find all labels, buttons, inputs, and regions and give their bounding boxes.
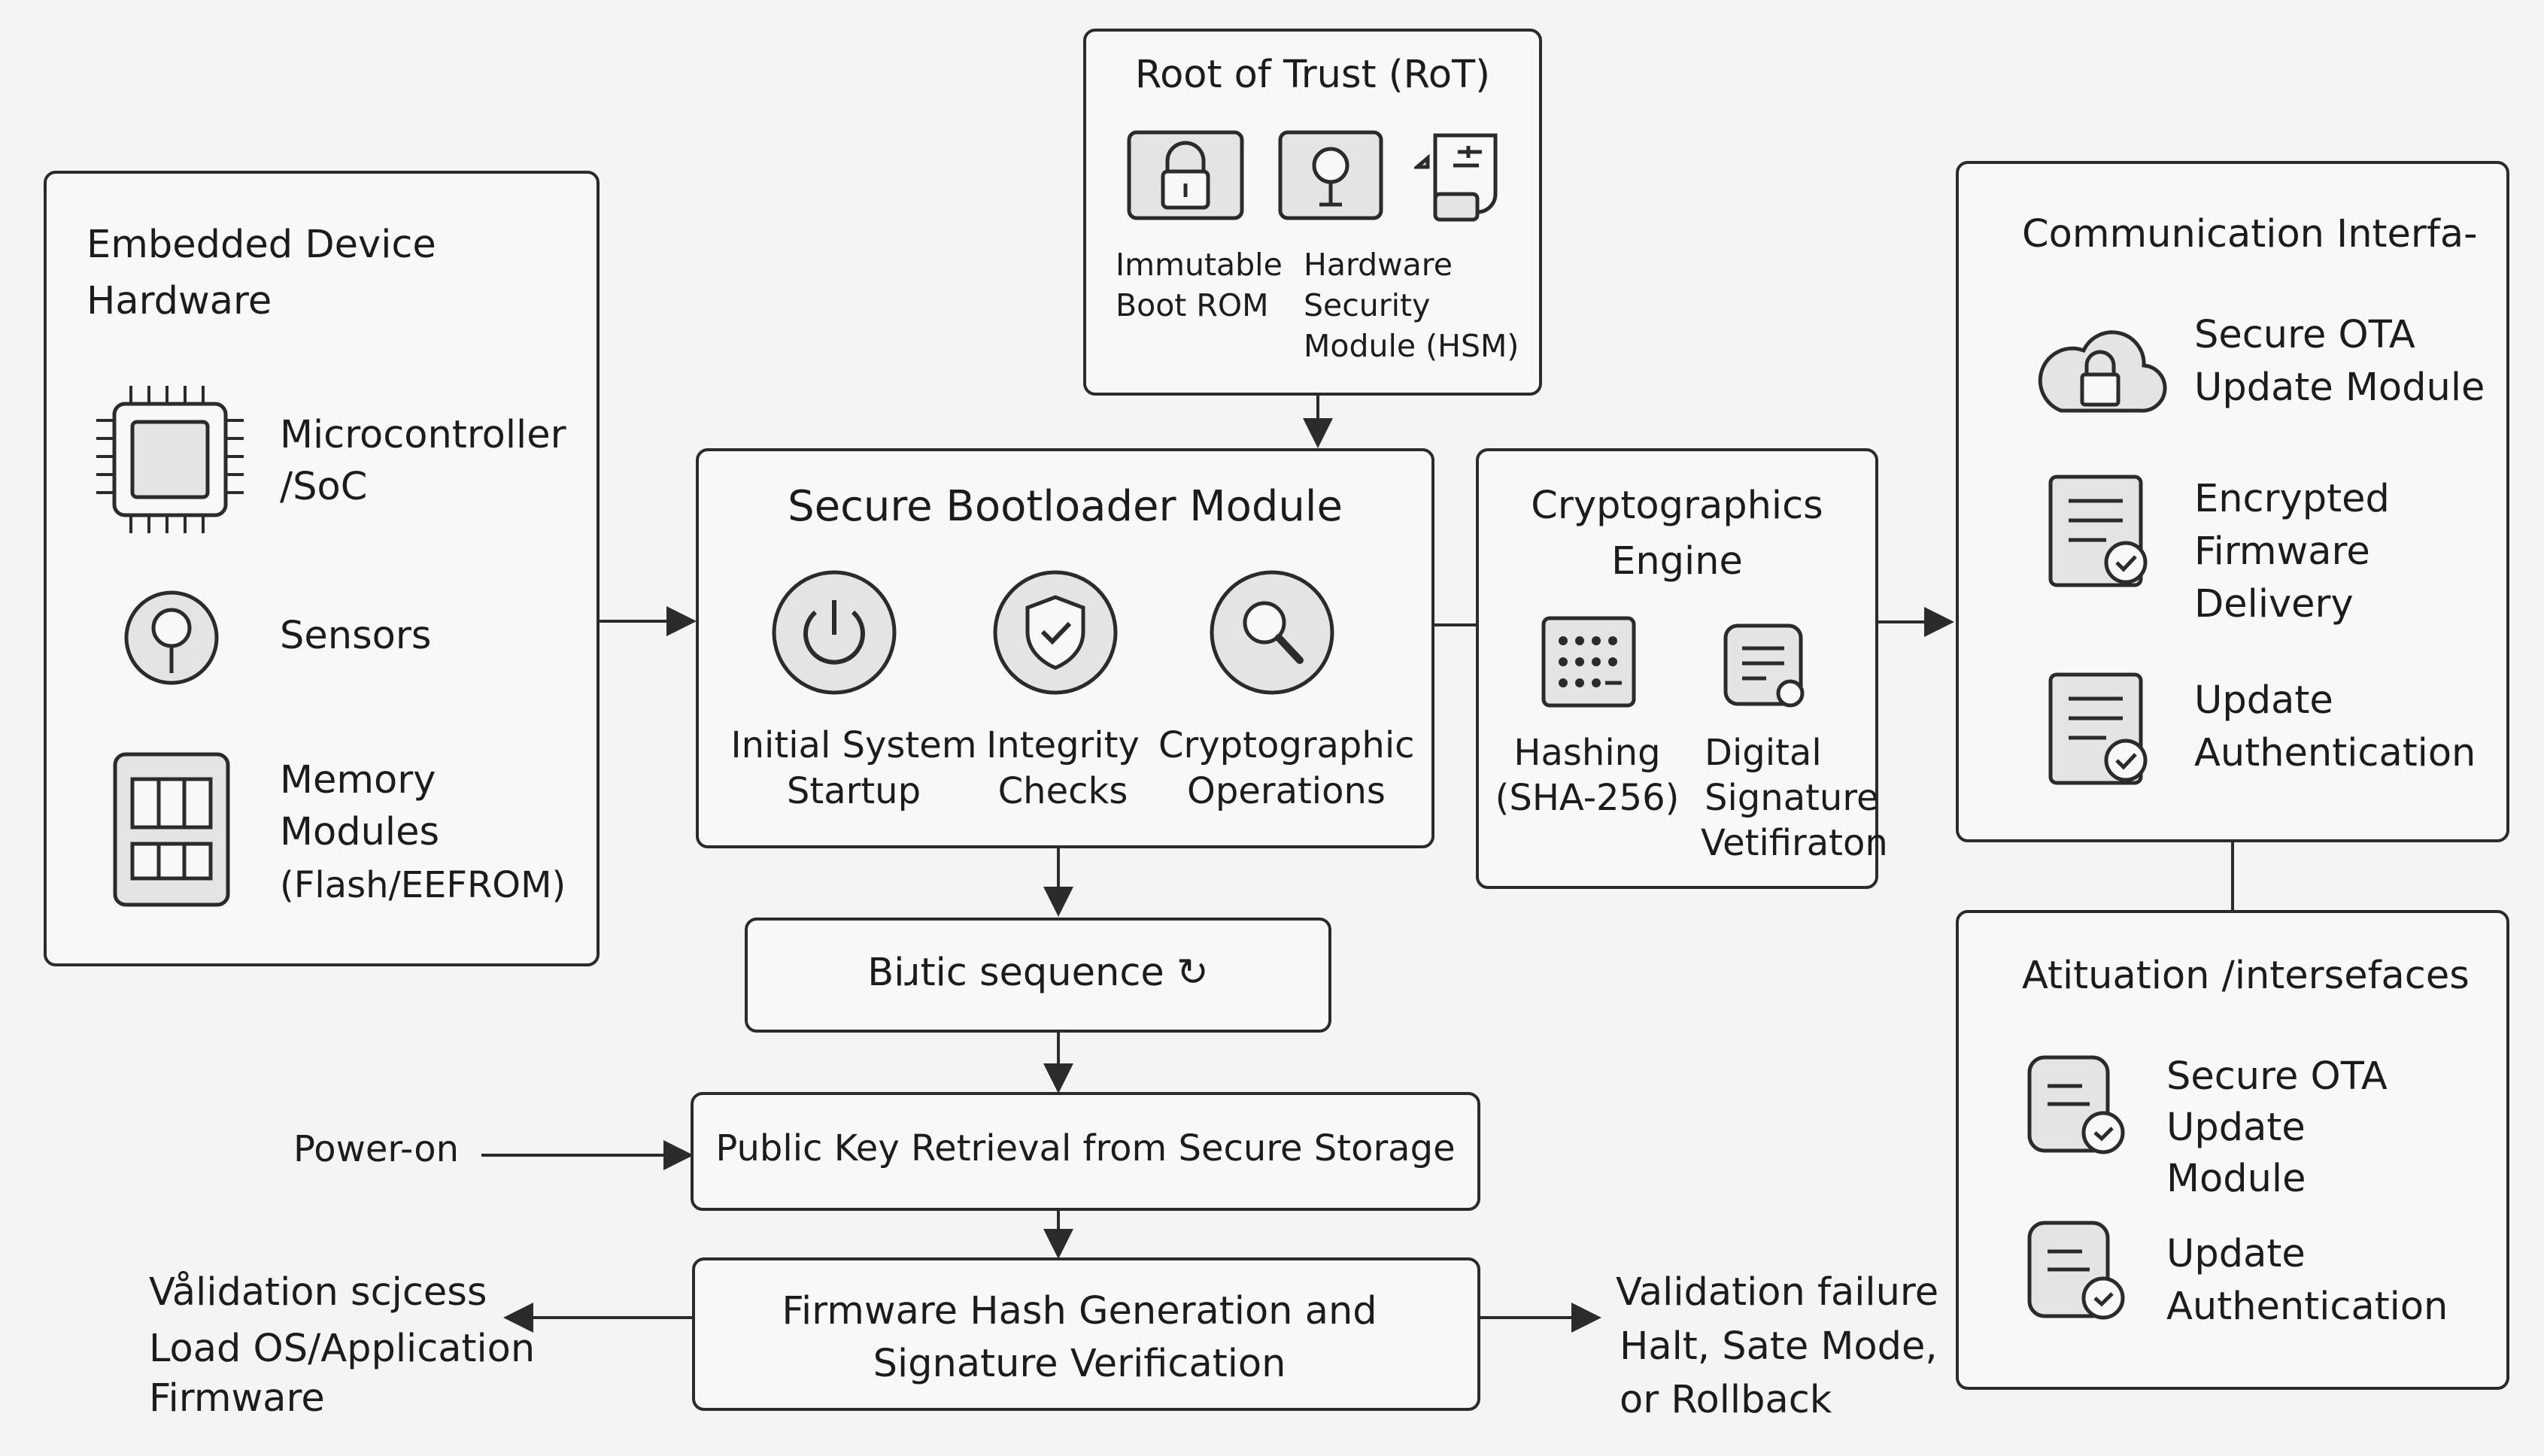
success-label-line2: Load OS/Application <box>149 1327 536 1371</box>
sequence-box <box>745 918 1331 1033</box>
startup-label-line1: Initial System <box>730 724 977 766</box>
success-label-line1: Vålidation scjcess <box>149 1270 487 1315</box>
sig-label-line3: Vetifiraton <box>1701 822 1888 864</box>
cloud-lock-icon <box>2031 314 2168 420</box>
sensor-icon <box>123 589 220 687</box>
hardware-title-line2: Hardware <box>87 279 272 323</box>
act-ota-label-line2: Update <box>2166 1106 2306 1150</box>
memory-label-line3: (Flash/EEFROM) <box>280 864 566 906</box>
hsm-card-icon <box>1414 129 1501 223</box>
rom-label-line1: Immutable <box>1116 247 1283 283</box>
comm-panel <box>1956 161 2509 842</box>
hsm-label-line3: Module (HSM) <box>1304 328 1519 364</box>
hsm-label-line2: Security <box>1304 287 1431 323</box>
signature-doc-icon <box>1721 623 1810 711</box>
rot-title: Root of Trust (RoT) <box>1134 53 1491 97</box>
comm-title: Communication Interfa- <box>2022 212 2478 256</box>
memory-label-line1: Memory <box>280 758 436 802</box>
hsm-label-line1: Hardware <box>1304 247 1453 283</box>
lock-icon <box>1126 129 1245 221</box>
hash-label-line1: Hashing <box>1513 732 1661 774</box>
doc-check-icon <box>2025 1054 2127 1160</box>
power-icon <box>770 569 898 696</box>
ota-label-line2: Update Module <box>2194 366 2485 410</box>
crypto-label-line2: Operations <box>1187 770 1386 812</box>
integrity-label-line2: Checks <box>997 770 1128 812</box>
fw-label-line2: Firmware <box>2194 529 2370 574</box>
crypto-engine-title-line2: Engine <box>1611 539 1743 584</box>
failure-label-line1: Validation failure <box>1616 1270 1939 1315</box>
hash-grid-icon <box>1541 615 1637 708</box>
rom-label-line2: Boot ROM <box>1116 287 1269 323</box>
memory-icon <box>111 751 232 908</box>
hardware-title-line1: Embedded Device <box>87 223 436 267</box>
hash-verify-label-line1: Firmware Hash Generation and <box>782 1289 1377 1333</box>
mcu-label-line2: /SoC <box>280 465 368 509</box>
startup-label-line2: Startup <box>786 770 921 812</box>
auth-label-line1: Update <box>2194 678 2333 723</box>
failure-label-line2: Halt, Sate Mode, <box>1620 1324 1938 1369</box>
hash-label-line2: (SHA-256) <box>1495 777 1680 819</box>
memory-label-line2: Modules <box>280 810 440 854</box>
doc-check-icon <box>2025 1220 2127 1325</box>
hash-verify-label-line2: Signature Verification <box>873 1342 1286 1386</box>
bootloader-title: Secure Bootloader Module <box>788 482 1343 531</box>
hash-verify-box <box>692 1257 1480 1411</box>
mcu-label-line1: Microcontroller <box>280 413 566 457</box>
fw-label-line1: Encrypted <box>2194 477 2390 521</box>
ota-label-line1: Secure OTA <box>2194 313 2415 357</box>
magnifier-icon <box>1208 569 1336 696</box>
crypto-engine-title-line1: Cryptographics <box>1531 484 1823 528</box>
act-auth-label-line2: Authentication <box>2166 1285 2448 1329</box>
pubkey-box <box>691 1092 1480 1211</box>
doc-check-icon <box>2046 474 2151 594</box>
act-ota-label-line1: Secure OTA <box>2166 1054 2388 1099</box>
auth-label-line2: Authentication <box>2194 731 2476 775</box>
success-label-line3: Firmware <box>149 1376 325 1421</box>
power-on-label: Power-on <box>293 1128 460 1170</box>
actuation-title: Atituation /intersefaces <box>2022 954 2470 998</box>
doc-check-icon <box>2046 672 2151 792</box>
chip-icon <box>90 380 250 539</box>
integrity-label-line1: Integrity <box>986 724 1140 766</box>
failure-label-line3: or Rollback <box>1620 1378 1832 1422</box>
crypto-label-line1: Cryptographic <box>1158 724 1415 766</box>
key-icon <box>1277 129 1384 221</box>
sequence-label: Biɹtic sequence ↻ <box>867 951 1209 995</box>
pubkey-label: Public Key Retrieval from Secure Storage <box>715 1127 1456 1169</box>
sig-label-line2: Signature <box>1705 777 1879 819</box>
fw-label-line3: Delivery <box>2194 582 2354 626</box>
act-auth-label-line1: Update <box>2166 1232 2306 1276</box>
act-ota-label-line3: Module <box>2166 1157 2306 1201</box>
shield-check-icon <box>991 569 1119 696</box>
sensors-label: Sensors <box>280 614 432 658</box>
sig-label-line1: Digital <box>1705 732 1822 774</box>
